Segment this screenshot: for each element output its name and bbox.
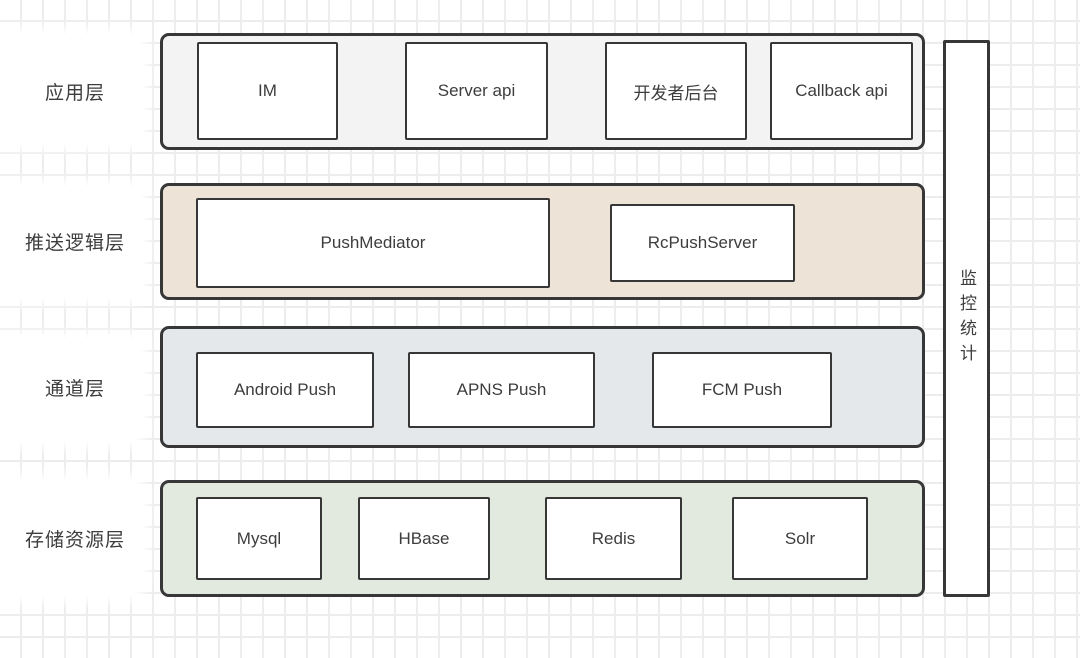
node-im[interactable]: IM <box>197 42 338 140</box>
node-callback-api[interactable]: Callback api <box>770 42 913 140</box>
node-developer-console[interactable]: 开发者后台 <box>605 42 747 140</box>
node-mysql[interactable]: Mysql <box>196 497 322 580</box>
layer-band-channel[interactable]: Android Push APNS Push FCM Push <box>160 326 925 448</box>
layer-band-application[interactable]: IM Server api 开发者后台 Callback api <box>160 33 925 150</box>
node-pushmediator[interactable]: PushMediator <box>196 198 550 288</box>
node-solr[interactable]: Solr <box>732 497 868 580</box>
grid-fade-patch <box>0 482 140 594</box>
grid-fade-patch <box>0 188 140 296</box>
layer-label-push-logic: 推送逻辑层 <box>24 233 125 254</box>
node-android-push[interactable]: Android Push <box>196 352 374 428</box>
node-hbase[interactable]: HBase <box>358 497 490 580</box>
layer-label-channel: 通道层 <box>44 378 105 400</box>
grid-fade-patch <box>0 36 140 142</box>
layer-label-storage: 存储资源层 <box>24 530 125 551</box>
layer-band-storage[interactable]: Mysql HBase Redis Solr <box>160 480 925 597</box>
layer-band-push-logic[interactable]: PushMediator RcPushServer <box>160 183 925 300</box>
node-redis[interactable]: Redis <box>545 497 682 580</box>
node-server-api[interactable]: Server api <box>405 42 548 140</box>
node-apns-push[interactable]: APNS Push <box>408 352 595 428</box>
node-fcm-push[interactable]: FCM Push <box>652 352 832 428</box>
layer-label-application: 应用层 <box>44 83 105 104</box>
monitor-statistics-panel[interactable]: 监控统计 <box>943 40 990 597</box>
node-rcpushserver[interactable]: RcPushServer <box>610 204 795 282</box>
grid-fade-patch <box>0 340 140 440</box>
monitor-statistics-label: 监控统计 <box>957 268 976 369</box>
